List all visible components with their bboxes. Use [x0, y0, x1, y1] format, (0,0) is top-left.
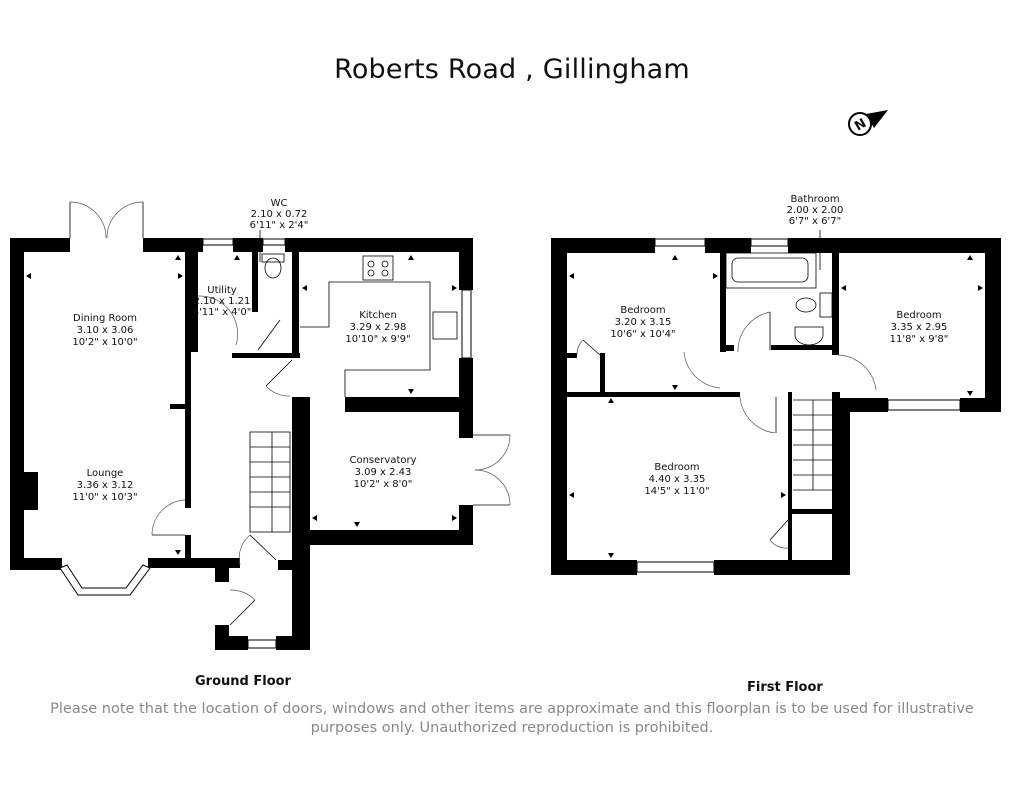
svg-text:Dining Room: Dining Room — [73, 313, 137, 324]
room-label-bedroom-2: Bedroom 3.20 x 3.15 10'6" x 10'4" — [610, 305, 675, 340]
room-label-bedroom-1: Bedroom 4.40 x 3.35 14'5" x 11'0" — [644, 462, 709, 497]
first-floor-plan: Bathroom 2.00 x 2.00 6'7" x 6'7" Bedroom… — [551, 194, 1001, 575]
svg-text:6'7" x 6'7": 6'7" x 6'7" — [789, 216, 841, 227]
room-label-wc: WC 2.10 x 0.72 6'11" x 2'4" — [250, 198, 309, 262]
svg-text:3.20 x 3.15: 3.20 x 3.15 — [615, 317, 672, 328]
room-label-bathroom: Bathroom 2.00 x 2.00 6'7" x 6'7" — [787, 194, 844, 227]
svg-text:10'10" x 9'9": 10'10" x 9'9" — [345, 334, 410, 345]
svg-text:2.10 x 1.21: 2.10 x 1.21 — [194, 296, 251, 307]
room-label-utility: Utility 2.10 x 1.21 6'11" x 4'0" — [193, 285, 252, 318]
room-label-kitchen: Kitchen 3.29 x 2.98 10'10" x 9'9" — [345, 310, 410, 345]
svg-text:Utility: Utility — [207, 285, 236, 296]
svg-text:Lounge: Lounge — [87, 468, 124, 479]
room-label-dining-room: Dining Room 3.10 x 3.06 10'2" x 10'0" — [72, 313, 137, 348]
svg-text:3.09 x 2.43: 3.09 x 2.43 — [355, 467, 412, 478]
svg-text:10'2" x 10'0": 10'2" x 10'0" — [72, 337, 137, 348]
svg-text:3.36 x 3.12: 3.36 x 3.12 — [77, 480, 134, 491]
svg-text:Bedroom: Bedroom — [620, 305, 665, 316]
svg-text:Kitchen: Kitchen — [359, 310, 397, 321]
svg-text:Bedroom: Bedroom — [896, 310, 941, 321]
ground-floor-label: Ground Floor — [195, 674, 291, 689]
first-floor-label: First Floor — [747, 680, 823, 695]
svg-text:3.29 x 2.98: 3.29 x 2.98 — [350, 322, 407, 333]
svg-text:4.40 x 3.35: 4.40 x 3.35 — [649, 474, 706, 485]
svg-text:11'8" x 9'8": 11'8" x 9'8" — [890, 334, 949, 345]
compass-icon: N — [848, 110, 888, 136]
ground-floor-plan: Dining Room 3.10 x 3.06 10'2" x 10'0" Lo… — [10, 198, 511, 650]
svg-text:3.10 x 3.06: 3.10 x 3.06 — [77, 325, 134, 336]
disclaimer: Please note that the location of doors, … — [50, 701, 974, 736]
svg-text:Conservatory: Conservatory — [349, 455, 416, 466]
svg-text:2.10 x 0.72: 2.10 x 0.72 — [251, 209, 308, 220]
room-label-lounge: Lounge 3.36 x 3.12 11'0" x 10'3" — [72, 468, 137, 503]
room-label-bedroom-3: Bedroom 3.35 x 2.95 11'8" x 9'8" — [890, 310, 949, 345]
svg-text:6'11" x 4'0": 6'11" x 4'0" — [193, 307, 252, 318]
svg-text:14'5" x 11'0": 14'5" x 11'0" — [644, 486, 709, 497]
svg-text:3.35 x 2.95: 3.35 x 2.95 — [891, 322, 948, 333]
svg-text:11'0" x 10'3": 11'0" x 10'3" — [72, 492, 137, 503]
svg-text:Bathroom: Bathroom — [790, 194, 839, 205]
page-title: Roberts Road , Gillingham — [334, 54, 690, 85]
room-label-conservatory: Conservatory 3.09 x 2.43 10'2" x 8'0" — [349, 455, 416, 490]
svg-text:WC: WC — [271, 198, 288, 209]
svg-text:10'2" x 8'0": 10'2" x 8'0" — [354, 479, 413, 490]
svg-text:2.00 x 2.00: 2.00 x 2.00 — [787, 205, 844, 216]
svg-text:10'6" x 10'4": 10'6" x 10'4" — [610, 329, 675, 340]
svg-text:Bedroom: Bedroom — [654, 462, 699, 473]
svg-text:6'11" x 2'4": 6'11" x 2'4" — [250, 220, 309, 231]
